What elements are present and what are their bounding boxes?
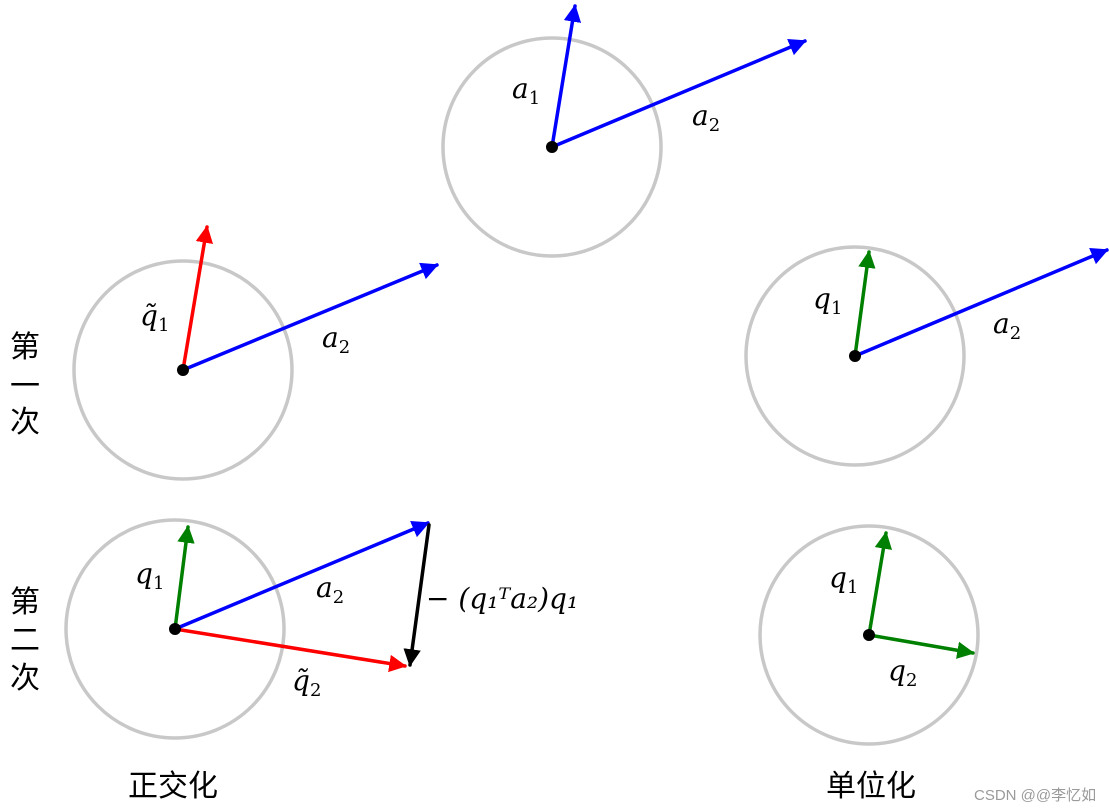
label-q2: q2 (888, 654, 917, 691)
watermark: CSDN @@李忆如 (974, 787, 1096, 804)
vector-q1 (173, 525, 195, 631)
row-label-char: 第 (10, 585, 40, 620)
origin-dot (849, 350, 861, 362)
row-label-char: 第 (10, 330, 40, 365)
vector-a2 (550, 39, 807, 149)
panel-second-step: q1 a2 q̃2 − (q₁ᵀa₂)q₁ (64, 518, 578, 740)
label-a2: a2 (316, 571, 344, 608)
vector-projection (403, 523, 431, 667)
origin-dot (169, 623, 181, 635)
vector-q1 (867, 531, 893, 637)
row-label-second: 第 二 次 (10, 585, 40, 696)
vector-a2 (173, 521, 430, 631)
row-label-char: 一 (10, 369, 40, 404)
label-q1: q1 (135, 557, 164, 594)
unit-circle (744, 245, 966, 467)
label-q1: q1 (829, 561, 858, 598)
label-q1-tilde: q̃1 (140, 299, 169, 336)
label-a2: a2 (993, 307, 1021, 344)
panel-original: a1 a2 (441, 4, 807, 258)
row-label-char: 二 (10, 623, 40, 658)
vector-q1 (853, 250, 876, 358)
row-label-char: 次 (10, 661, 40, 696)
label-projection: − (q₁ᵀa₂)q₁ (426, 582, 578, 615)
caption-normalize: 单位化 (826, 769, 916, 804)
panel-first-normalized: q1 a2 (744, 245, 1109, 467)
caption-orthogonalize: 正交化 (128, 769, 218, 804)
label-a2: a2 (692, 99, 720, 136)
unit-circle (441, 36, 663, 258)
panel-first-step: q̃1 a2 (72, 225, 439, 481)
panel-second-normalized: q1 q2 (758, 524, 980, 746)
label-q1: q1 (813, 282, 842, 319)
origin-dot (177, 364, 189, 376)
unit-circle (72, 259, 294, 481)
label-a1: a1 (512, 72, 540, 109)
origin-dot (546, 141, 558, 153)
row-label-char: 次 (10, 405, 40, 440)
label-a2: a2 (322, 321, 350, 358)
vector-q2-tilde (173, 627, 407, 673)
vector-q2 (867, 633, 975, 659)
origin-dot (863, 629, 875, 641)
vector-q1-tilde (181, 225, 214, 372)
unit-circle (64, 518, 286, 740)
vector-a1 (550, 4, 582, 149)
vector-a2 (853, 248, 1109, 358)
vector-a2 (181, 262, 439, 372)
row-label-first: 第 一 次 (10, 330, 40, 440)
unit-circle (758, 524, 980, 746)
label-q2-tilde: q̃2 (292, 664, 321, 701)
